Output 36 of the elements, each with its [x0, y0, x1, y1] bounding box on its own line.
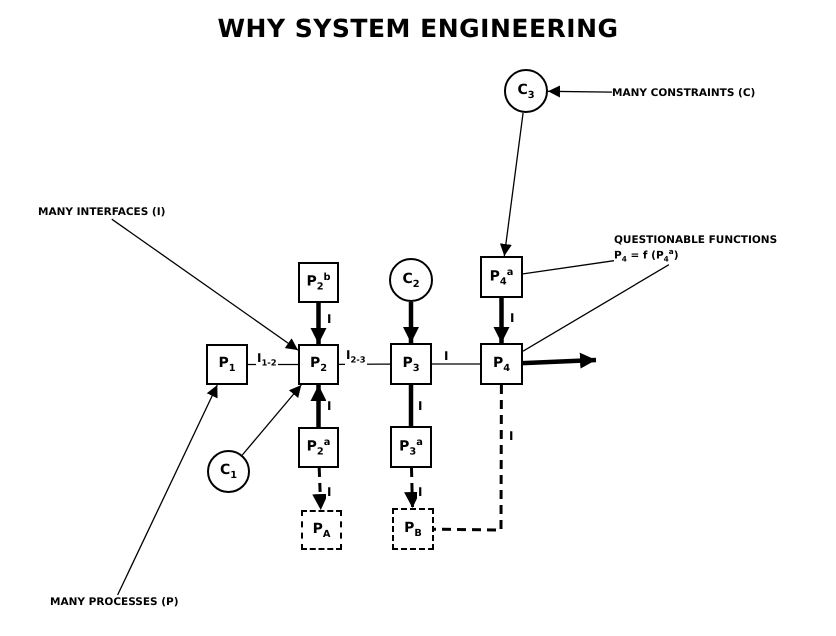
- arrow: [310, 303, 326, 344]
- edge-label: I: [417, 486, 424, 500]
- arrow: [522, 352, 596, 369]
- arrow: [312, 468, 328, 510]
- connector-line: [339, 363, 390, 366]
- process-box: P$_{2}$: [298, 344, 339, 385]
- process-box: P$_{1}$: [206, 344, 248, 385]
- leader-line: [548, 85, 612, 98]
- connector-line: [434, 385, 503, 532]
- leader-line: [522, 264, 670, 352]
- constraint-circle: C$_{1}$: [207, 450, 250, 493]
- edge-label: I$_{2-3}$: [345, 349, 367, 365]
- callout-label: QUESTIONABLE FUNCTIONS: [614, 233, 778, 248]
- connector-line: [408, 385, 414, 426]
- process-box: P$_{3}$: [390, 343, 432, 385]
- callout-label: P$_{4}$ = f (P$_{4}$$^{a}$): [614, 247, 680, 265]
- leader-line: [117, 384, 218, 596]
- edge-label: I: [326, 486, 332, 500]
- arrow: [494, 298, 510, 343]
- process-box: P$_{4}$: [480, 343, 523, 385]
- arrow: [310, 385, 326, 427]
- callout-label: MANY CONSTRAINTS (C): [612, 86, 756, 100]
- constraint-circle: C$_{2}$: [389, 258, 433, 302]
- leader-line: [522, 260, 614, 275]
- edge-label: I$_{1-2}$: [256, 352, 278, 368]
- arrow: [242, 384, 302, 456]
- dashed-process-box: P$_{B}$: [392, 508, 434, 550]
- callout-label: MANY PROCESSES (P): [50, 595, 179, 610]
- leader-line: [111, 218, 298, 351]
- connector-line: [432, 363, 480, 365]
- diagram-title: WHY SYSTEM ENGINEERING: [216, 14, 620, 43]
- constraint-circle: C$_{3}$: [504, 69, 548, 113]
- arrow: [403, 302, 419, 343]
- arrow: [500, 112, 524, 256]
- callout-label: MANY INTERFACES (I): [38, 205, 166, 220]
- dashed-process-box: P$_{A}$: [301, 510, 342, 550]
